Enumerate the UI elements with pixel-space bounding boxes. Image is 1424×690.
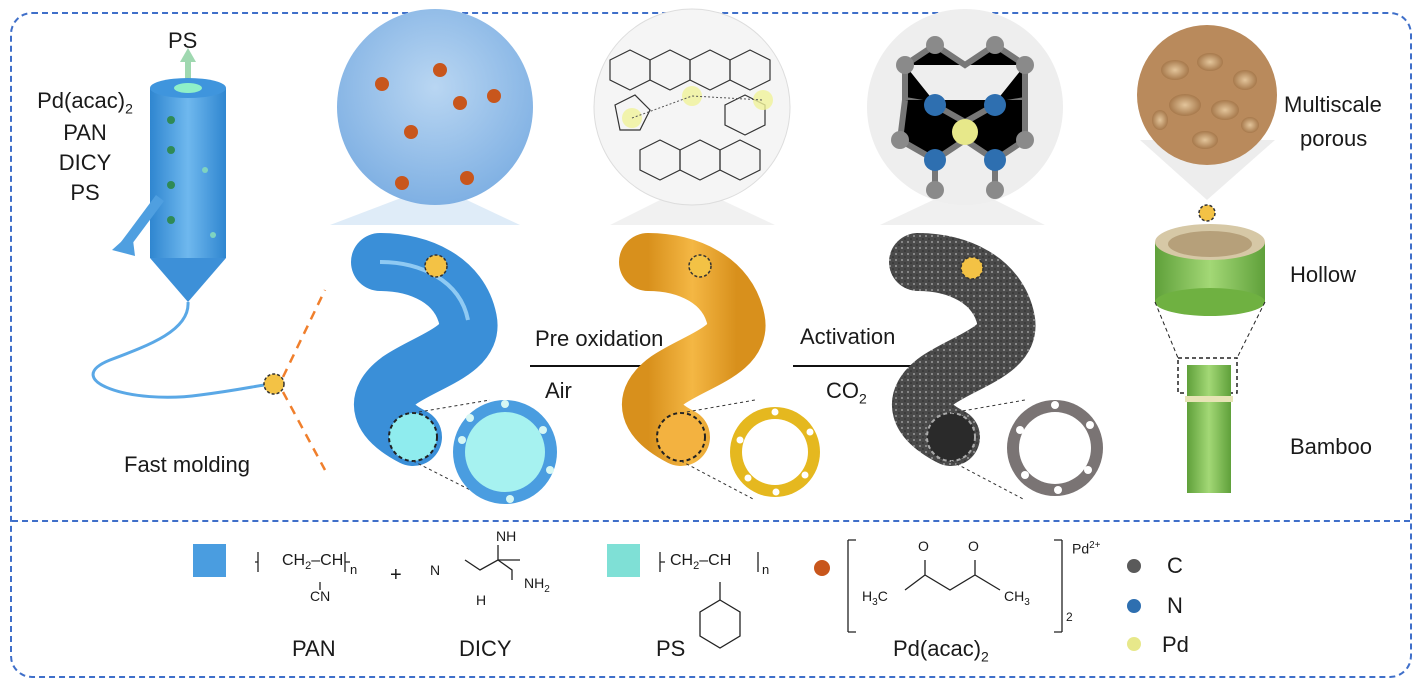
dicy-nh2: NH2 bbox=[524, 575, 550, 595]
dicy-nh-h: H bbox=[476, 592, 487, 608]
legend-pan-label: PAN bbox=[292, 636, 336, 661]
co2-label: CO2 bbox=[826, 378, 867, 407]
legend-ps-label: PS bbox=[656, 636, 686, 661]
legend-graphics bbox=[193, 539, 1141, 651]
hollow-label: Hollow bbox=[1290, 262, 1357, 287]
bamboo-label: Bamboo bbox=[1290, 434, 1372, 459]
legend-pd-acac-label: Pd(acac)2 bbox=[893, 636, 989, 665]
ps-outlet-label: PS bbox=[168, 28, 198, 53]
acac-ch3: CH3 bbox=[1004, 588, 1030, 608]
legend-atom-pd: Pd bbox=[1162, 632, 1189, 657]
stage3-fiber bbox=[867, 9, 1103, 501]
pan-subscript-n: n bbox=[350, 562, 358, 577]
precursor-line1: Pd(acac)2 bbox=[37, 88, 133, 117]
ps-formula: CH2–CH bbox=[670, 552, 732, 573]
bamboo-illustration bbox=[1137, 25, 1277, 493]
acac-h3c: H3C bbox=[862, 588, 888, 608]
legend-atom-c: C bbox=[1167, 553, 1183, 578]
precursor-line4: PS bbox=[70, 180, 100, 205]
pan-cn: CN bbox=[310, 588, 331, 604]
porous-label: porous bbox=[1300, 126, 1368, 151]
legend-divider bbox=[12, 520, 1410, 522]
dicy-n: N bbox=[430, 562, 441, 578]
stage1-fiber bbox=[330, 9, 557, 504]
acac-count: 2 bbox=[1066, 610, 1073, 624]
acac-o2: O bbox=[968, 538, 979, 554]
spinneret-icon bbox=[91, 48, 285, 399]
legend-dicy-label: DICY bbox=[459, 636, 512, 661]
acac-o1: O bbox=[918, 538, 929, 554]
legend-atom-n: N bbox=[1167, 593, 1183, 618]
acac-pd-ion: Pd2+ bbox=[1072, 540, 1101, 557]
plus-sign: + bbox=[390, 564, 402, 586]
precursor-line3: DICY bbox=[58, 150, 112, 175]
fast-molding-label: Fast molding bbox=[124, 452, 250, 477]
multiscale-label: Multiscale bbox=[1284, 92, 1382, 117]
activation-label: Activation bbox=[800, 324, 896, 349]
stage2-fiber bbox=[593, 8, 820, 501]
pre-oxidation-label: Pre oxidation bbox=[535, 326, 664, 351]
dicy-nh: NH bbox=[496, 528, 517, 544]
pan-formula: CH2–CH bbox=[282, 552, 344, 573]
precursor-line2: PAN bbox=[63, 120, 107, 145]
air-label: Air bbox=[545, 378, 572, 403]
ps-subscript-n: n bbox=[762, 562, 770, 577]
